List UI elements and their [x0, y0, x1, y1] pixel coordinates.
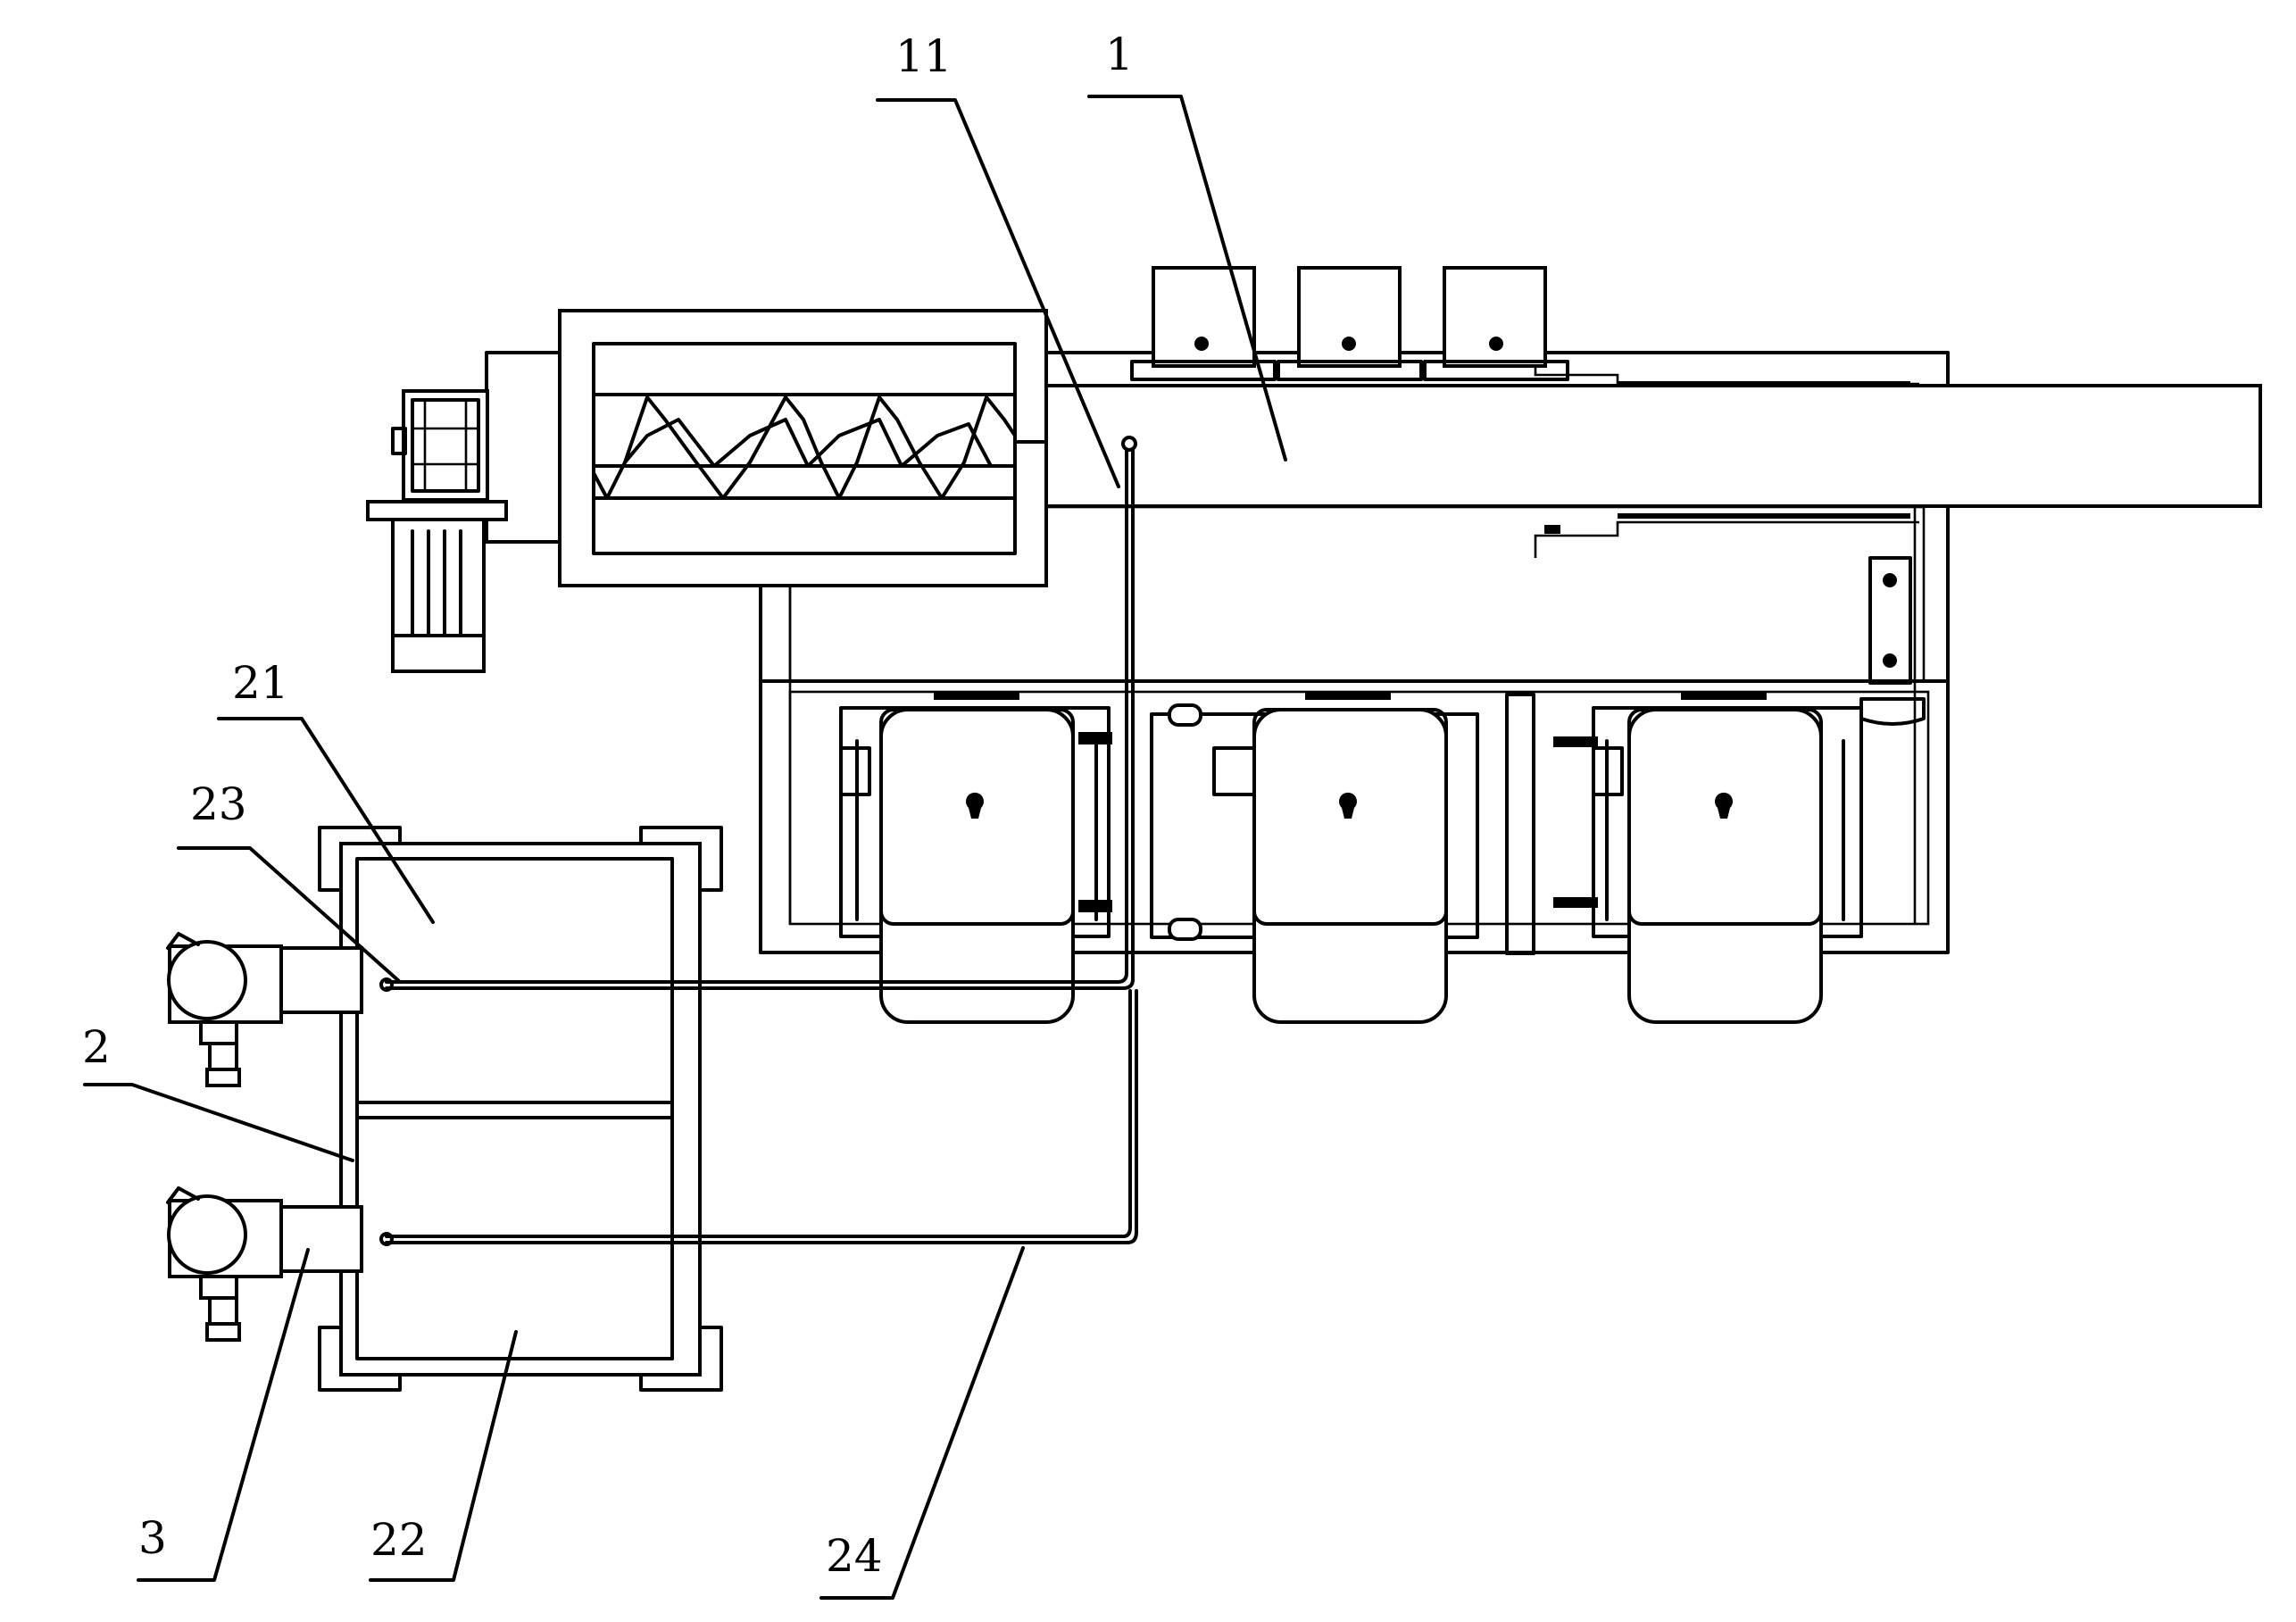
drive-motor [368, 391, 506, 671]
top-clamp-blocks [1132, 268, 1568, 379]
label-3: 3 [138, 1512, 167, 1564]
tank [320, 828, 721, 1390]
label-21: 21 [232, 657, 289, 709]
pump-upper [168, 934, 362, 1085]
station-1 [841, 691, 1112, 1022]
clamp-block-1 [1132, 268, 1275, 379]
label-24: 24 [826, 1530, 883, 1582]
station-2 [1152, 691, 1534, 1022]
leader-2 [85, 1085, 353, 1160]
label-22: 22 [370, 1514, 428, 1566]
pump-lower [168, 1188, 362, 1340]
label-11: 11 [895, 30, 953, 82]
work-stations [841, 691, 1924, 1022]
screw-conveyor [487, 311, 1046, 586]
clamp-block-3 [1425, 268, 1568, 379]
clamp-block-2 [1278, 268, 1421, 379]
label-2: 2 [82, 1021, 111, 1073]
feed-channel [1046, 353, 2260, 558]
station-3 [1553, 691, 1924, 1022]
label-1: 1 [1105, 29, 1134, 80]
label-23: 23 [190, 778, 247, 830]
